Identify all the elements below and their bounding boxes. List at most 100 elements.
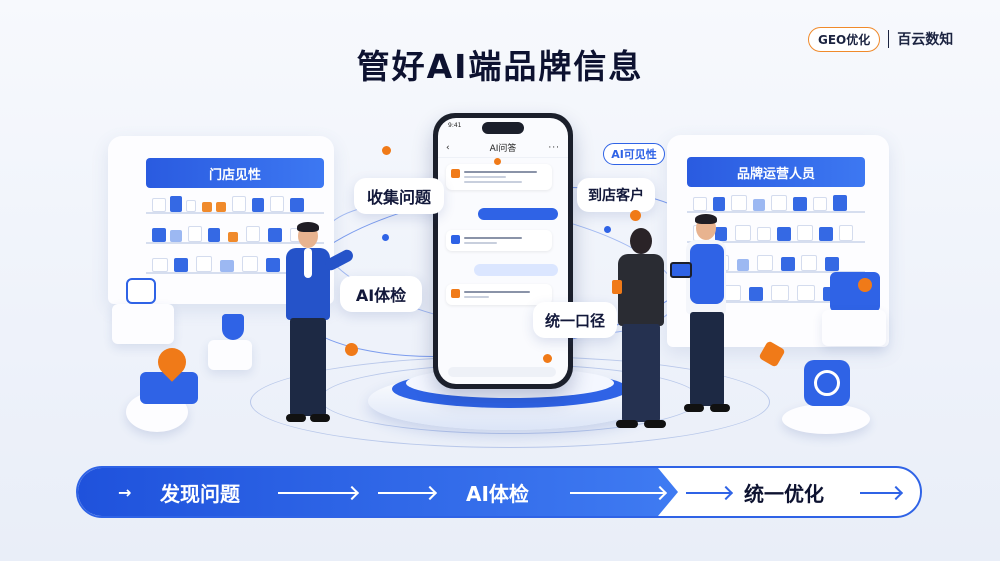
orange-dot [382, 146, 391, 155]
callout-unify-caliber: 统一口径 [533, 302, 617, 338]
counter-box [112, 304, 174, 344]
product [737, 259, 749, 271]
hair [695, 214, 717, 224]
product [713, 197, 725, 211]
back-icon[interactable]: ‹ [446, 142, 450, 153]
shelf-row [687, 271, 865, 273]
product [152, 258, 168, 272]
head [630, 228, 652, 254]
shirt [304, 248, 312, 278]
bot-icon [451, 169, 460, 178]
shoe [644, 420, 666, 428]
check-ring [814, 370, 840, 396]
product [715, 227, 727, 241]
text-line [464, 176, 506, 178]
product [771, 285, 789, 301]
product [777, 227, 791, 241]
shelf-row [146, 242, 324, 244]
product [216, 202, 226, 212]
shield-icon [222, 314, 244, 340]
page-title: 管好AI端品牌信息 [356, 47, 644, 86]
product [232, 196, 246, 212]
text-line [464, 291, 531, 293]
jacket [618, 254, 664, 326]
flow-arrow-lead: → [118, 482, 132, 502]
text-line [464, 237, 523, 239]
flow-arrow [686, 492, 730, 494]
phone-notch [482, 122, 524, 134]
bot-icon [451, 235, 460, 244]
process-flow-bar: → 发现问题 AI体检 统一优化 [76, 466, 922, 518]
ai-visibility-tag: AI可见性 [603, 143, 665, 165]
blue-dot [382, 234, 389, 241]
orange-dot [630, 210, 641, 221]
hair [297, 222, 319, 232]
orange-dot [543, 354, 552, 363]
product [731, 195, 747, 211]
product [196, 256, 212, 272]
shelf-row [146, 272, 324, 274]
vest [690, 244, 724, 304]
pants [622, 324, 660, 422]
kiosk-orange-dot [858, 278, 872, 292]
left-store-shelf: 门店见性 [108, 136, 334, 304]
product [242, 256, 258, 272]
more-icon[interactable]: ··· [548, 142, 560, 153]
pants [690, 312, 724, 406]
brand-operator-right [670, 214, 736, 422]
product [753, 199, 765, 211]
product [268, 228, 282, 242]
product [270, 196, 284, 212]
product [202, 202, 212, 212]
product [797, 225, 813, 241]
tablet [670, 262, 692, 278]
product [781, 257, 795, 271]
product [290, 198, 304, 212]
product [813, 197, 827, 211]
geo-tag: GEO优化 [808, 26, 881, 52]
orange-dot [345, 343, 358, 356]
flow-step-optimize: 统一优化 [744, 481, 824, 506]
product [170, 196, 182, 212]
product [735, 225, 751, 241]
flow-arrow [378, 492, 434, 494]
product [208, 228, 220, 242]
shoe [616, 420, 638, 428]
customer-center [612, 228, 672, 434]
product [757, 255, 773, 271]
flow-arrow [278, 492, 356, 494]
chat-message [446, 230, 552, 251]
left-shelf-sign: 门店见性 [146, 158, 324, 188]
flow-step-ai-check: AI体检 [466, 481, 529, 506]
app-title: AI问答 [489, 144, 517, 154]
product [839, 225, 853, 241]
pants [290, 318, 326, 416]
display-stand [126, 278, 156, 304]
phone-screen: 9:41 ‹ AI问答 ··· [438, 118, 568, 384]
shelf-row [687, 211, 865, 213]
text-line [464, 242, 498, 244]
product [819, 227, 833, 241]
right-shelf-sign: 品牌运营人员 [687, 157, 865, 187]
shoe [710, 404, 730, 412]
product [228, 232, 238, 242]
product [749, 287, 763, 301]
kiosk-screen [830, 272, 880, 312]
flow-arrow [570, 492, 664, 494]
product [220, 260, 234, 272]
kiosk-stand [822, 310, 886, 346]
brand-badge: GEO优化 百云数知 [808, 26, 986, 52]
app-header: ‹ AI问答 ··· [438, 138, 568, 158]
hand-phone [612, 280, 622, 294]
input-bar[interactable] [448, 367, 556, 377]
product [186, 200, 196, 212]
product [252, 198, 264, 212]
callout-store-customer: 到店客户 [577, 178, 655, 212]
product [152, 198, 166, 212]
product [825, 257, 839, 271]
product [174, 258, 188, 272]
chat-message [446, 284, 552, 305]
shelf-row [687, 301, 865, 303]
bot-icon [451, 289, 460, 298]
product [771, 195, 787, 211]
